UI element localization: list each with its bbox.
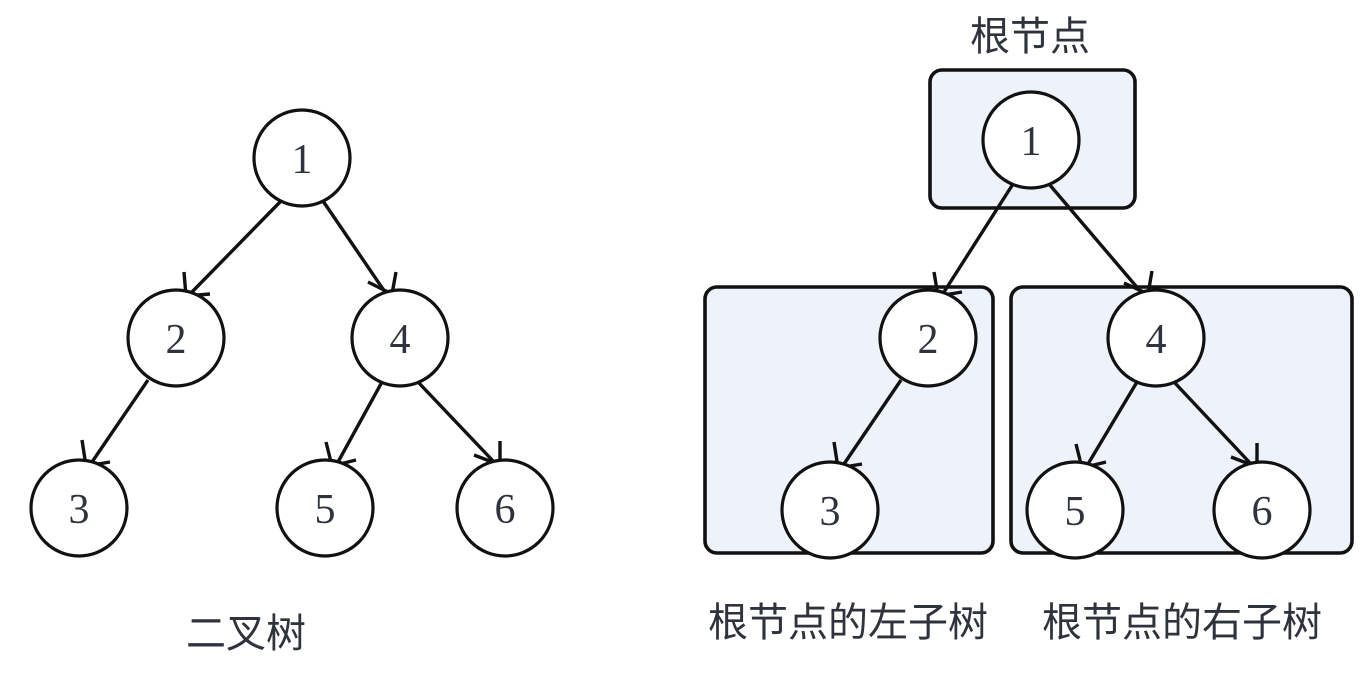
node-label: 3 bbox=[69, 487, 90, 533]
caption-right-subtree: 根节点的右子树 bbox=[1042, 601, 1322, 645]
node-circle[interactable] bbox=[981, 90, 1081, 190]
caption-root-node: 根节点 bbox=[970, 15, 1090, 59]
left-tree-node-5[interactable]: 5 bbox=[275, 458, 375, 558]
node-label: 1 bbox=[1021, 119, 1042, 165]
right-tree-node-4[interactable]: 4 bbox=[1106, 288, 1206, 388]
edge-r4-to-r5 bbox=[1086, 381, 1139, 465]
edge-2-to-3 bbox=[90, 379, 150, 463]
right-tree-node-2[interactable]: 2 bbox=[878, 288, 978, 388]
node-label: 2 bbox=[166, 317, 187, 363]
edge-r2-to-r3 bbox=[842, 379, 903, 465]
edge-r1-to-r4 bbox=[1047, 182, 1143, 294]
node-label: 5 bbox=[1065, 489, 1086, 535]
right-tree-node-5[interactable]: 5 bbox=[1025, 460, 1125, 560]
node-circle[interactable] bbox=[455, 458, 555, 558]
right-tree-node-3[interactable]: 3 bbox=[780, 460, 880, 560]
node-label: 5 bbox=[315, 487, 336, 533]
left-tree-node-6[interactable]: 6 bbox=[455, 458, 555, 558]
caption-left-subtree: 根节点的左子树 bbox=[708, 601, 988, 645]
edge-r1-to-r2 bbox=[942, 183, 1015, 293]
node-label: 6 bbox=[495, 487, 516, 533]
node-circle[interactable] bbox=[126, 288, 226, 388]
left-tree-node-2[interactable]: 2 bbox=[126, 288, 226, 388]
left-tree-node-4[interactable]: 4 bbox=[350, 288, 450, 388]
edge-1-to-2 bbox=[190, 199, 283, 294]
node-circle[interactable] bbox=[1025, 460, 1125, 560]
node-circle[interactable] bbox=[29, 458, 129, 558]
node-circle[interactable] bbox=[1212, 460, 1312, 560]
right-tree-node-1[interactable]: 1 bbox=[981, 90, 1081, 190]
caption-binary-tree: 二叉树 bbox=[186, 612, 306, 656]
edge-1-to-4 bbox=[321, 200, 387, 293]
right-tree-edges bbox=[832, 182, 1259, 471]
node-circle[interactable] bbox=[252, 108, 352, 208]
right-tree-node-6[interactable]: 6 bbox=[1212, 460, 1312, 560]
node-label: 2 bbox=[918, 317, 939, 363]
node-circle[interactable] bbox=[780, 460, 880, 560]
node-label: 4 bbox=[390, 317, 411, 363]
node-label: 4 bbox=[1146, 317, 1167, 363]
node-circle[interactable] bbox=[878, 288, 978, 388]
edge-4-to-6 bbox=[416, 380, 496, 464]
edge-r4-to-r6 bbox=[1172, 380, 1253, 466]
node-label: 1 bbox=[292, 137, 313, 183]
left-tree-node-3[interactable]: 3 bbox=[29, 458, 129, 558]
node-circle[interactable] bbox=[1106, 288, 1206, 388]
node-circle[interactable] bbox=[275, 458, 375, 558]
node-label: 3 bbox=[820, 489, 841, 535]
node-circle[interactable] bbox=[350, 288, 450, 388]
node-label: 6 bbox=[1252, 489, 1273, 535]
left-tree-node-1[interactable]: 1 bbox=[252, 108, 352, 208]
edge-4-to-5 bbox=[336, 381, 384, 463]
